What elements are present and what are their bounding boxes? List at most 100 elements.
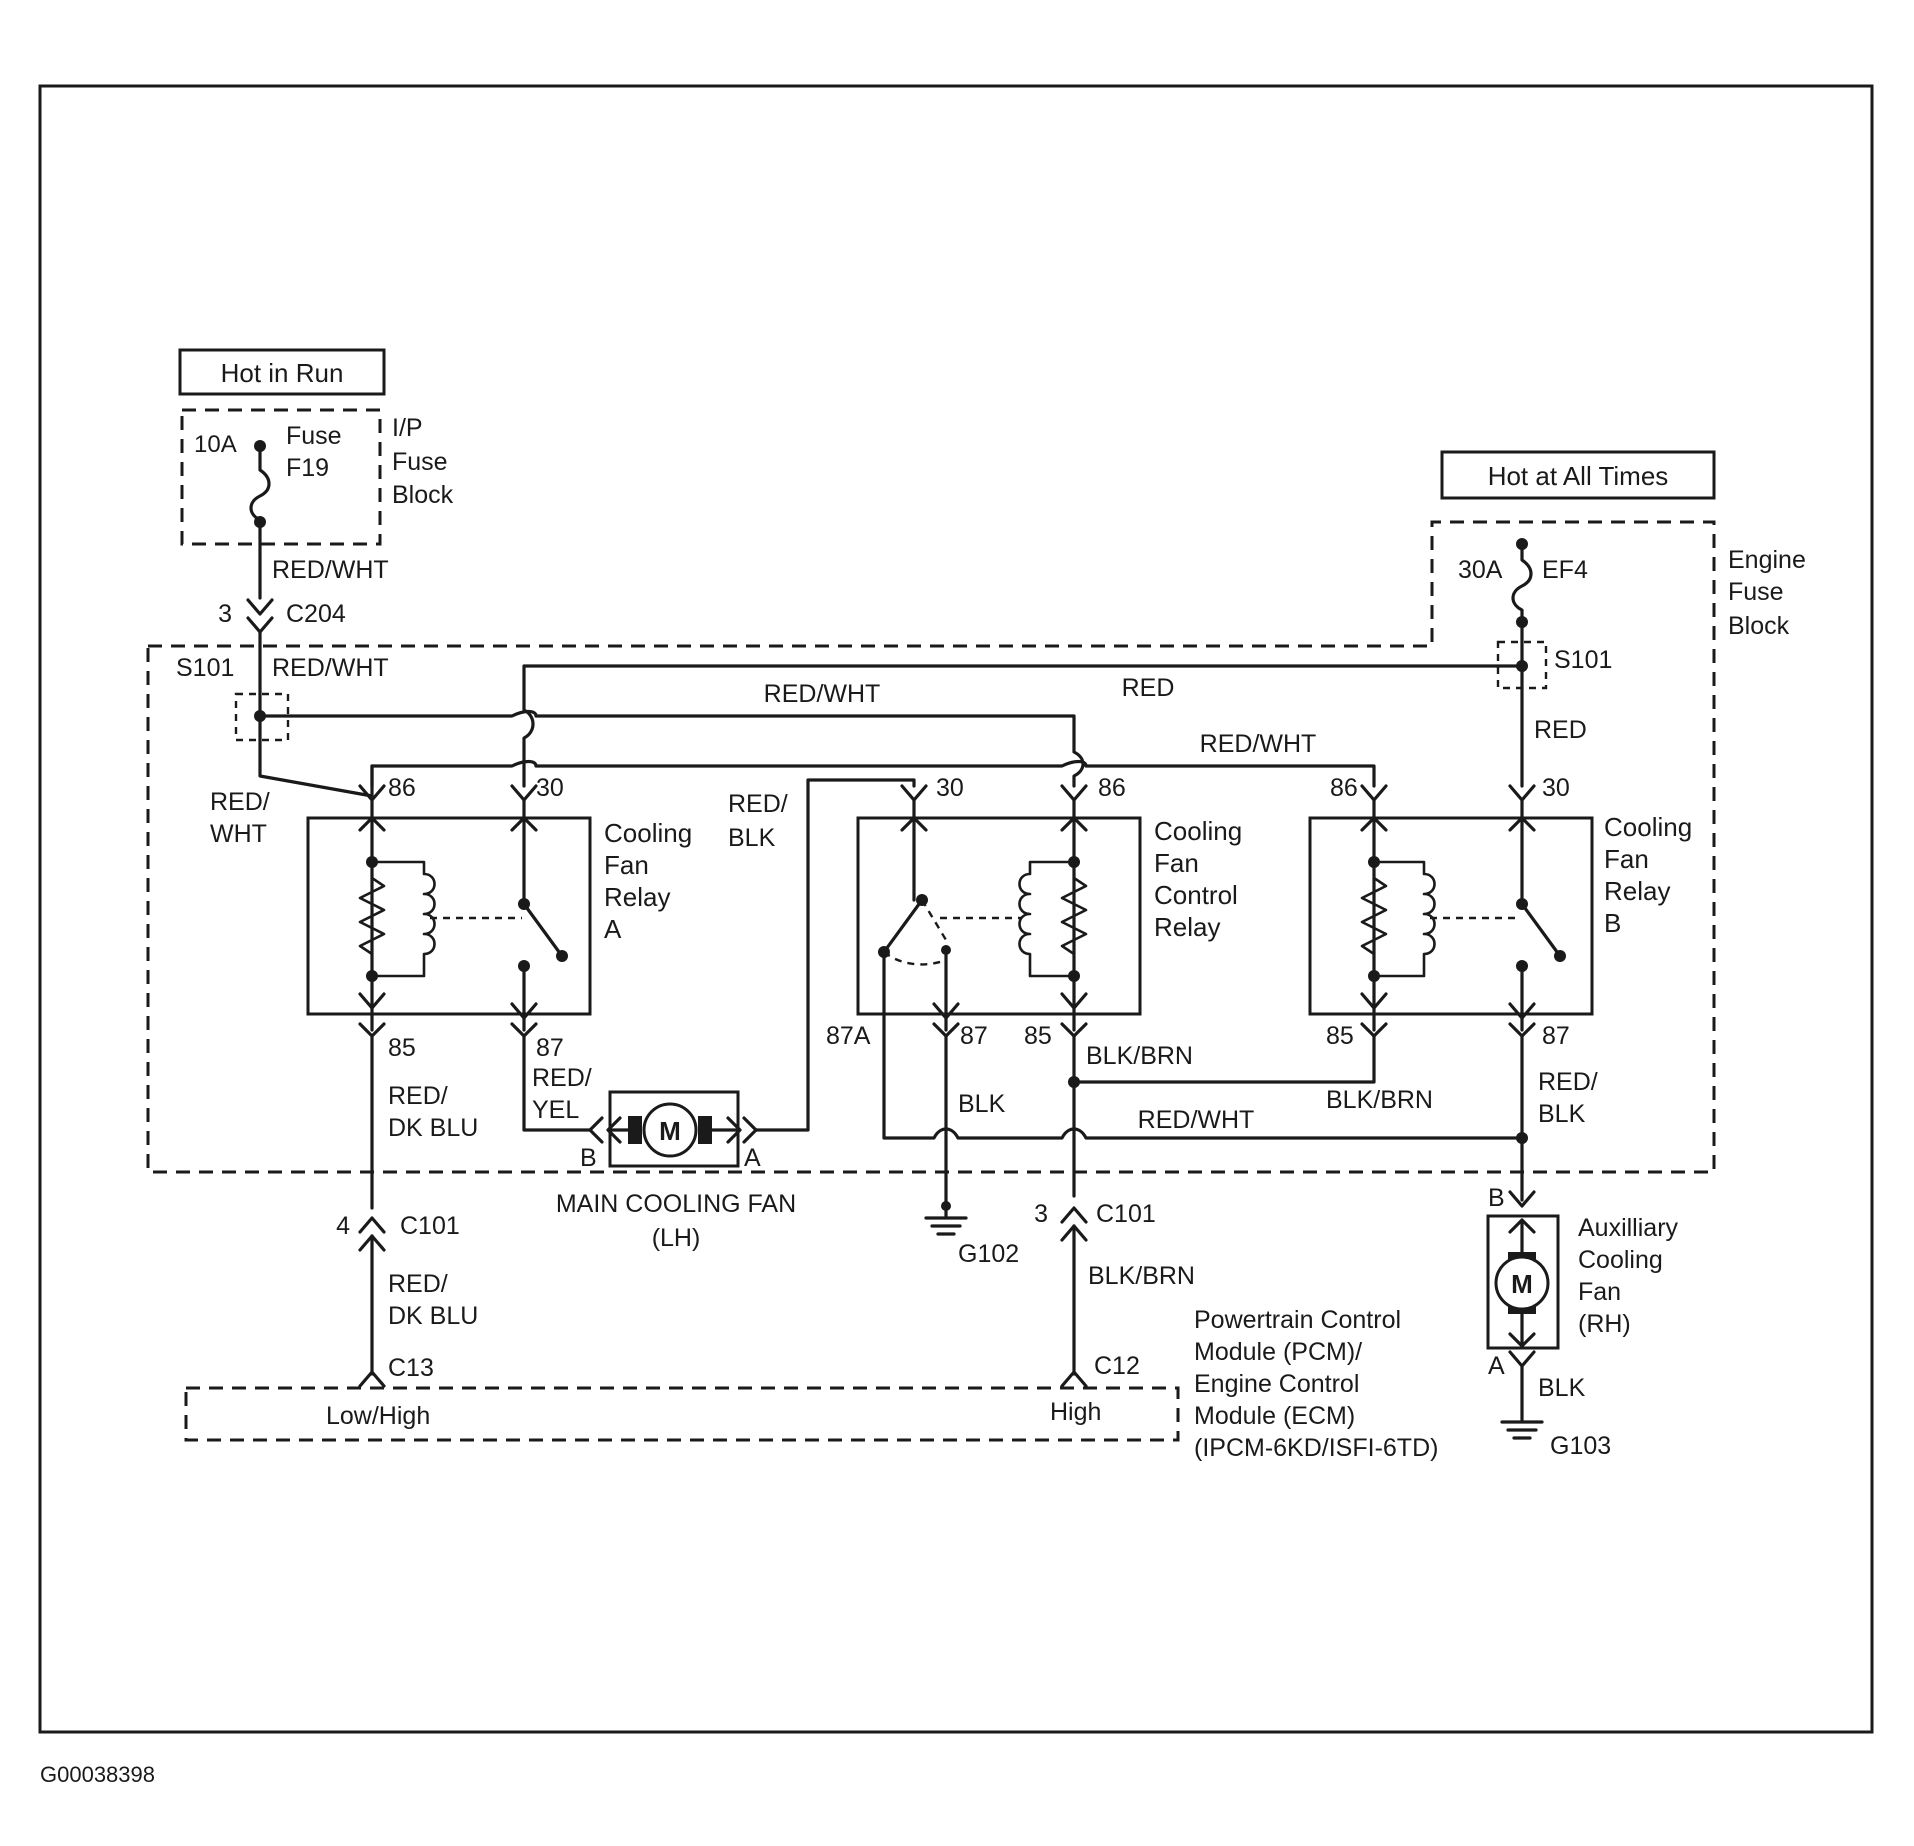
relay-a-pin87-label: 87: [536, 1034, 564, 1062]
relay-b-label-3: Relay: [1604, 876, 1670, 906]
control-relay-pin86-label: 86: [1098, 774, 1126, 802]
engine-fuse-block-label-2: Fuse: [1728, 578, 1784, 606]
wire-label-red-wht-right: RED/WHT: [1200, 730, 1317, 758]
splice-s101-left-label: S101: [176, 654, 234, 682]
ip-fuse-block-label-3: Block: [392, 481, 454, 509]
relay-a-arrow-87: [510, 1002, 538, 1020]
relay-b-pin30-label: 30: [1542, 774, 1570, 802]
relay-b-body: [1308, 816, 1594, 1016]
control-relay-pin30-label: 30: [936, 774, 964, 802]
pcm-low-high-label: Low/High: [326, 1402, 430, 1430]
connector-c204-pin: 3: [218, 600, 232, 628]
wire-red-wht-to-control-86: [258, 709, 1085, 788]
aux-fan-arrow-a: [1508, 1332, 1536, 1348]
control-relay-pin30-marker: [900, 784, 928, 802]
control-relay-pin85-label: 85: [1024, 1022, 1052, 1050]
relay-b-label-1: Cooling: [1604, 812, 1692, 842]
fuse-f19-element: [249, 444, 271, 524]
ground-g103-label: G103: [1550, 1432, 1611, 1460]
control-relay-pin86-marker: [1060, 784, 1088, 802]
connector-c204-label: C204: [286, 600, 346, 628]
main-fan-motor-letter: M: [659, 1116, 681, 1146]
fuse-ef4-name: EF4: [1542, 556, 1588, 584]
wire-label-red-right: RED: [1534, 716, 1587, 744]
control-relay-pin87-label: 87: [960, 1022, 988, 1050]
relay-a-arrow-86: [358, 816, 386, 832]
connector-c101-left-pin: 4: [336, 1212, 350, 1240]
aux-fan-motor-letter: M: [1511, 1269, 1533, 1299]
relay-b-switch-blade: [1520, 902, 1562, 958]
hot-at-all-times-box: [1440, 450, 1716, 500]
connector-c13-symbol: [358, 1370, 386, 1388]
relay-b-pin30-marker: [1508, 784, 1536, 802]
relay-a-coil: [372, 860, 436, 978]
main-fan-arrow-a: [726, 1116, 742, 1144]
wire-label-blk-brn-1: BLK/BRN: [1086, 1042, 1193, 1070]
relay-b-resistor: [1360, 876, 1388, 956]
connector-c101-right-label: C101: [1096, 1200, 1156, 1228]
control-relay-alt-path: [883, 899, 948, 966]
fuse-ef4-element: [1511, 542, 1533, 622]
splice-s101-right-box: [1496, 640, 1548, 690]
wire-label-red-yel-2: YEL: [532, 1096, 579, 1124]
main-fan-label-1: MAIN COOLING FAN: [556, 1190, 796, 1218]
control-relay-switch-blade: [882, 898, 924, 954]
hot-at-all-times-label: Hot at All Times: [1488, 461, 1669, 491]
relay-a-arrow-85: [358, 992, 386, 1010]
relay-a-resistor: [358, 876, 386, 956]
wire-red-to-relay-a-30: [522, 664, 1524, 788]
wire-red-wht-to-relay-b-86: [370, 759, 1376, 798]
aux-fan-label-4: (RH): [1578, 1310, 1631, 1338]
control-relay-label-2: Fan: [1154, 848, 1199, 878]
connector-c101-right-symbol: [1060, 1206, 1088, 1224]
main-fan-pin-a-label: A: [744, 1144, 761, 1172]
fuse-ef4-rating: 30A: [1458, 556, 1503, 584]
wire-label-red-blk-2: BLK: [728, 824, 776, 852]
relay-a-pin85-label: 85: [388, 1034, 416, 1062]
wire-label-red-yel-1: RED/: [532, 1064, 592, 1092]
control-relay-body: [856, 816, 1142, 1016]
hot-in-run-label: Hot in Run: [221, 358, 344, 388]
hot-in-run-box: [178, 348, 386, 396]
control-relay-arrow-87: [932, 1002, 960, 1020]
connector-c204-symbol: [246, 598, 274, 616]
control-relay-label-4: Relay: [1154, 912, 1220, 942]
ground-g102-icon: [924, 1216, 968, 1236]
connector-c12-symbol: [1060, 1370, 1088, 1388]
connector-c204-symbol-2: [246, 616, 274, 634]
wire-label-red-blk-b-2: BLK: [1538, 1100, 1586, 1128]
ip-fuse-block-label-1: I/P: [392, 414, 423, 442]
relay-a-body: [306, 816, 592, 1016]
wire-label-blk-aux: BLK: [1538, 1374, 1586, 1402]
main-fan-pin-b-marker: [588, 1116, 604, 1144]
ip-fuse-block-label-2: Fuse: [392, 448, 448, 476]
relay-a-label-4: A: [604, 914, 622, 944]
wire-label-red-wht-bottom: RED/WHT: [1138, 1106, 1255, 1134]
main-fan-brush-right: [698, 1116, 712, 1144]
relay-a-switch-blade: [522, 902, 564, 958]
wire-label-red-blk-1: RED/: [728, 790, 788, 818]
control-relay-label-3: Control: [1154, 880, 1238, 910]
wire-relay-a-87-to-fan-b: [522, 1034, 592, 1132]
relay-b-coil: [1374, 860, 1436, 978]
wire-87a-to-relay-b-87: [882, 950, 1524, 1140]
relay-a-label-1: Cooling: [604, 818, 692, 848]
wire-label-blk-brn-2: BLK/BRN: [1326, 1086, 1433, 1114]
wire-label-red-dk-blu-2: DK BLU: [388, 1114, 478, 1142]
wire-label-blk: BLK: [958, 1090, 1006, 1118]
main-fan-label-2: (LH): [652, 1224, 701, 1252]
relay-b-label-2: Fan: [1604, 844, 1649, 874]
connector-c101-left-symbol: [358, 1216, 386, 1234]
relay-b-arrow-30: [1508, 816, 1536, 832]
aux-fan-label-1: Auxilliary: [1578, 1214, 1679, 1242]
relay-a-arrow-30: [510, 816, 538, 832]
splice-red-blk: [1516, 1132, 1528, 1144]
wire-label-red: RED: [1122, 674, 1175, 702]
aux-fan-motor-icon: [1494, 1255, 1550, 1311]
relay-b-pin86-label: 86: [1330, 774, 1358, 802]
wire-label-red-wht-left-2: WHT: [210, 820, 267, 848]
relay-b-arrow-85: [1360, 992, 1388, 1010]
relay-b-label-4: B: [1604, 908, 1621, 938]
